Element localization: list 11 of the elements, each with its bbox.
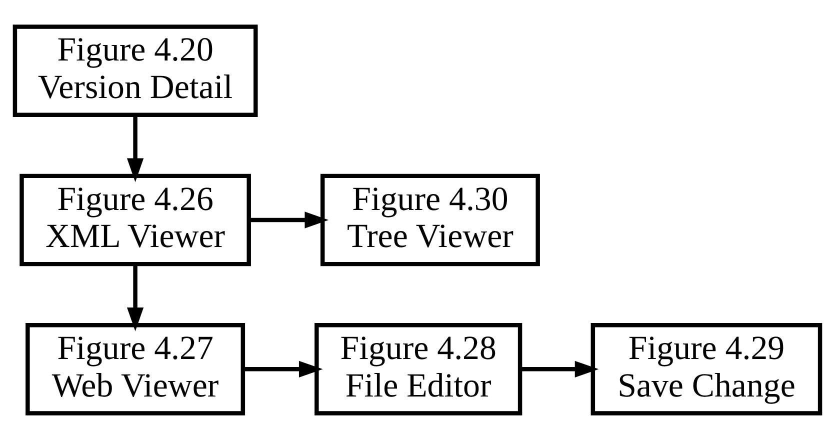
node-box: Figure 4.27 Web Viewer [26, 322, 246, 416]
arrow [249, 212, 329, 228]
arrow [126, 264, 144, 332]
node-box: Figure 4.20 Version Detail [12, 24, 258, 118]
node-box: Figure 4.29 Save Change [590, 322, 822, 416]
node-box: Figure 4.30 Tree Viewer [320, 174, 540, 266]
arrow [520, 360, 599, 378]
arrow [243, 360, 323, 378]
arrow [126, 116, 144, 182]
node-box: Figure 4.26 XML Viewer [20, 174, 251, 266]
node-box: Figure 4.28 File Editor [314, 322, 522, 416]
